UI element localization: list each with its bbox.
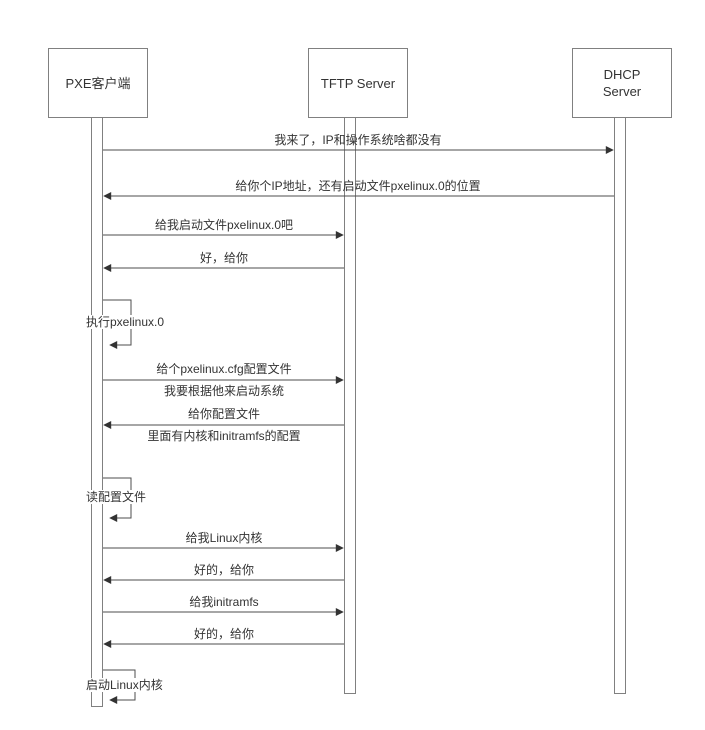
- lifeline-pxe-client: [91, 117, 103, 707]
- message-label-1: 给你个IP地址，还有启动文件pxelinux.0的位置: [235, 179, 481, 193]
- lifeline-dhcp-server: [614, 117, 626, 694]
- message-label-5-line2: 我要根据他来启动系统: [163, 384, 285, 398]
- lifeline-tftp-server: [344, 117, 356, 694]
- actor-label-tftp-server: TFTP Server: [320, 75, 396, 91]
- self-message-label-4: 执行pxelinux.0: [85, 315, 166, 329]
- self-message-label-12: 启动Linux内核: [85, 678, 164, 692]
- message-label-5-line1: 给个pxelinux.cfg配置文件: [156, 362, 292, 376]
- actor-label-dhcp-server: DHCP Server: [602, 67, 642, 99]
- message-label-6-line2: 里面有内核和initramfs的配置: [147, 429, 301, 443]
- message-label-11: 好的，给你: [193, 627, 255, 641]
- actor-box-tftp-server: TFTP Server: [308, 48, 408, 118]
- message-label-3: 好，给你: [199, 251, 249, 265]
- actor-label-pxe-client: PXE客户端: [65, 75, 131, 91]
- message-label-10: 给我initramfs: [189, 595, 259, 609]
- message-label-6-line1: 给你配置文件: [187, 407, 261, 421]
- self-message-label-7: 读配置文件: [85, 490, 148, 504]
- actor-box-pxe-client: PXE客户端: [48, 48, 148, 118]
- message-label-9: 好的，给你: [193, 563, 255, 577]
- actor-box-dhcp-server: DHCP Server: [572, 48, 672, 118]
- message-label-2: 给我启动文件pxelinux.0吧: [154, 218, 294, 232]
- message-label-8: 给我Linux内核: [185, 531, 263, 545]
- message-label-0: 我来了，IP和操作系统啥都没有: [274, 133, 442, 147]
